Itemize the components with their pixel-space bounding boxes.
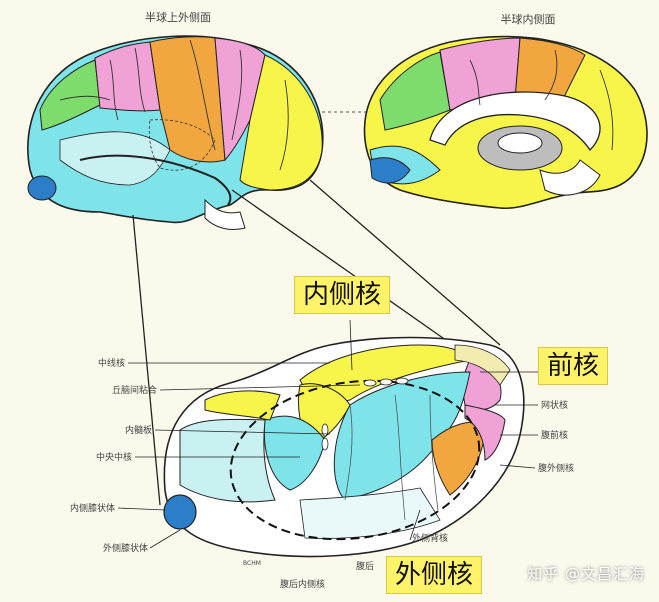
right-labels: 网状核 腹前核 腹外侧核 bbox=[538, 399, 574, 474]
callout-medial-nucleus: 内侧核 bbox=[294, 276, 391, 314]
medial-sulci bbox=[469, 49, 614, 151]
label-interthalamic-adhesion: 丘脑间粘合 bbox=[112, 384, 157, 396]
label-internal-medullary-lamina: 内髓板 bbox=[125, 424, 152, 436]
lateral-hatched-area bbox=[148, 119, 216, 171]
medial-hemisphere bbox=[363, 35, 648, 210]
lateral-brainstem bbox=[204, 198, 246, 231]
lateral-title: 半球上外侧面 bbox=[145, 10, 211, 24]
thalamus-pulvinar-yellow bbox=[204, 390, 281, 421]
lateral-yellow-occipital bbox=[239, 54, 323, 191]
label-midline-nucleus: 中线核 bbox=[98, 357, 125, 369]
label-centromedian-nucleus: 中央中核 bbox=[96, 451, 132, 463]
lateral-hemisphere bbox=[27, 35, 324, 231]
thalamus-pink-lateral bbox=[464, 404, 506, 461]
lateral-fissure bbox=[79, 154, 232, 206]
thalamus-3d bbox=[163, 336, 525, 558]
label-pulvinar-left: 腹后 bbox=[356, 560, 374, 572]
label-ventral-posterior: 腹后内侧核 bbox=[280, 578, 325, 590]
callout-anterior-nucleus: 前核 bbox=[538, 347, 609, 385]
label-lateral-geniculate-body: 外侧膝状体 bbox=[103, 542, 148, 554]
thalamus-dashed-lamina bbox=[229, 379, 481, 541]
label-sign: BCHM bbox=[243, 560, 261, 567]
bottom-labels: 外侧背核 腹后内侧核 腹后 BCHM bbox=[243, 532, 448, 590]
medial-thalamus-inner bbox=[497, 132, 543, 154]
label-ventral-anterior-nucleus: 腹前核 bbox=[541, 429, 568, 441]
medial-blue-region bbox=[369, 157, 411, 184]
thalamus-internal-lines bbox=[344, 394, 439, 521]
label-ventral-lateral-nucleus: 腹外侧核 bbox=[538, 462, 574, 474]
label-reticular-nucleus: 网状核 bbox=[541, 399, 568, 411]
callout-lateral-nucleus: 外侧核 bbox=[386, 556, 483, 594]
thalamus-orange-region bbox=[431, 421, 486, 496]
medial-title: 半球内侧面 bbox=[501, 12, 556, 26]
lateral-temporal-pole bbox=[27, 175, 57, 201]
thalamus-lateral-geniculate bbox=[163, 494, 197, 530]
thalamus-pulvinar-left bbox=[263, 415, 326, 491]
label-lateral-dorsal-nucleus: 外侧背核 bbox=[412, 532, 448, 544]
thalamus-lightcyan bbox=[179, 418, 276, 503]
left-labels: 中线核 丘脑间粘合 内髓板 中央中核 内侧膝状体 外侧膝状体 bbox=[70, 357, 157, 554]
label-medial-geniculate-body: 内侧膝状体 bbox=[70, 502, 115, 514]
lateral-sulci bbox=[59, 39, 289, 171]
medial-brainstem bbox=[539, 159, 601, 196]
medial-corpus-callosum bbox=[429, 91, 601, 152]
lateral-lightcyan-temporal bbox=[59, 131, 171, 186]
watermark: 知乎 @文昌汇海 bbox=[527, 565, 645, 583]
thalamus-anterior-cap bbox=[454, 344, 511, 386]
leader-lines bbox=[117, 319, 538, 549]
thalamus-small-ovals bbox=[321, 377, 409, 451]
